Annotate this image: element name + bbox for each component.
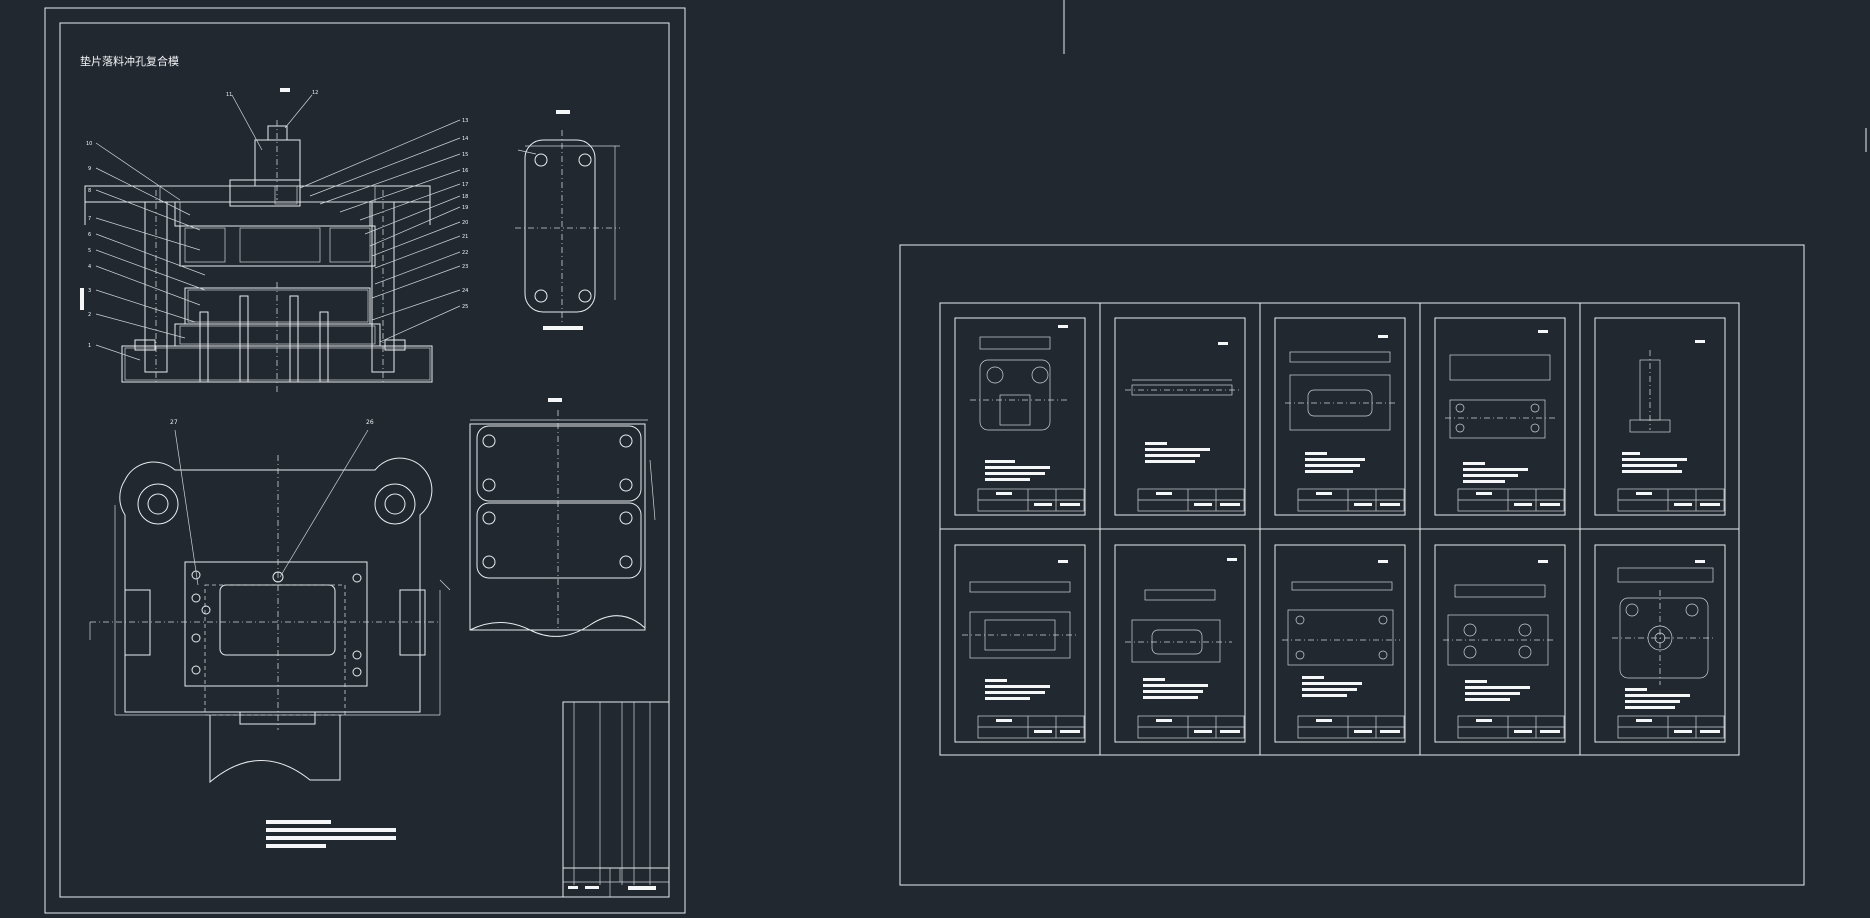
balloon-11: 11 [226, 92, 232, 98]
balloon-21: 21 [462, 234, 468, 240]
section-view [84, 88, 433, 392]
title-block [562, 867, 670, 898]
balloon-13: 13 [462, 118, 468, 124]
part-thumbnail[interactable] [954, 544, 1086, 743]
balloon-27: 27 [170, 419, 178, 426]
part-thumbnail[interactable] [1594, 544, 1726, 743]
balloon-16: 16 [462, 168, 468, 174]
balloon-2: 2 [88, 312, 91, 318]
strip-layout-view [469, 398, 656, 637]
sheet-outer-border [44, 7, 686, 914]
balloon-1: 1 [88, 343, 91, 349]
part-thumbnail[interactable] [1594, 317, 1726, 516]
balloon-26: 26 [366, 419, 374, 426]
drawing-title: 垫片落料冲孔复合模 [80, 54, 179, 68]
part-thumbnail[interactable] [1114, 544, 1246, 743]
balloon-9: 9 [88, 166, 91, 172]
balloon-20: 20 [462, 220, 468, 226]
balloon-18: 18 [462, 194, 468, 200]
balloon-25: 25 [462, 304, 468, 310]
part-thumbnail[interactable] [1434, 544, 1566, 743]
balloon-14: 14 [462, 136, 468, 142]
layout-frame [899, 244, 1805, 886]
part-thumbnail[interactable] [954, 317, 1086, 516]
balloon-17: 17 [462, 182, 468, 188]
plan-view: 27 26 [89, 419, 451, 784]
balloon-4: 4 [88, 264, 91, 270]
balloon-15: 15 [462, 152, 468, 158]
balloon-5: 5 [88, 248, 91, 254]
part-thumbnail[interactable] [1274, 544, 1406, 743]
part-view [515, 110, 620, 330]
part-drawings-sheet[interactable] [899, 244, 1805, 886]
balloon-8: 8 [88, 188, 91, 194]
balloon-7: 7 [88, 216, 91, 222]
assembly-drawing-sheet[interactable]: 垫片落料冲孔复合模 [44, 7, 686, 914]
balloon-23: 23 [462, 264, 468, 270]
callout-leaders: 11 12 10 9 8 7 6 5 4 3 2 1 [80, 90, 468, 361]
balloon-22: 22 [462, 250, 468, 256]
sheet-inner-frame [59, 22, 670, 898]
technical-notes [266, 820, 396, 848]
balloon-10: 10 [86, 141, 92, 147]
balloon-6: 6 [88, 232, 91, 238]
part-thumbnail[interactable] [1434, 317, 1566, 516]
balloon-12: 12 [312, 90, 318, 96]
part-thumbnail[interactable] [1114, 317, 1246, 516]
balloon-3: 3 [88, 288, 91, 294]
balloon-19: 19 [462, 205, 468, 211]
part-thumbnail[interactable] [1274, 317, 1406, 516]
balloon-24: 24 [462, 288, 468, 294]
